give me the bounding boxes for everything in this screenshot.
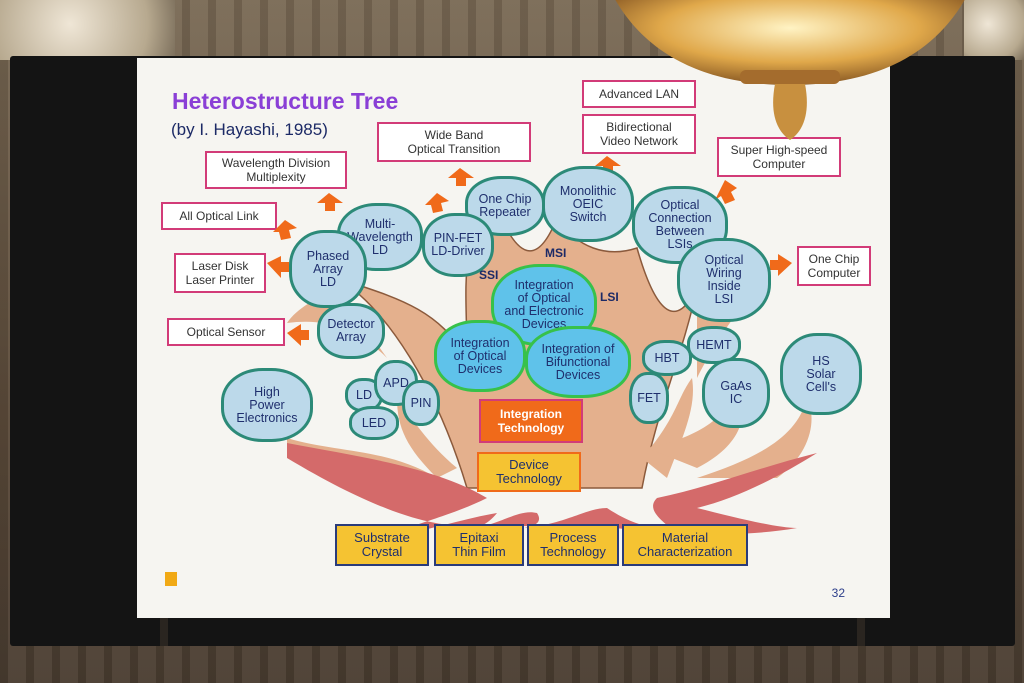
box-laser-disk: Laser Disk Laser Printer — [174, 253, 266, 293]
branch — [647, 388, 743, 468]
core-integration-bifunctional: Integration of Bifunctional Devices — [525, 326, 631, 398]
arrow-icon — [595, 156, 621, 174]
ornate-column-capital-right — [964, 0, 1024, 60]
leaf-hemt: HEMT — [687, 326, 741, 364]
core-integration-optical: Integration of Optical Devices — [434, 320, 526, 392]
root-epitaxi-thin-film: Epitaxi Thin Film — [434, 524, 524, 566]
label-msi: MSI — [545, 246, 567, 260]
roots — [287, 443, 817, 538]
logo-mark — [165, 572, 177, 586]
root-substrate-crystal: Substrate Crystal — [335, 524, 429, 566]
label-lsi: LSI — [600, 290, 619, 304]
arrow-icon — [770, 254, 792, 276]
leaf-phased-array: Phased Array LD — [289, 230, 367, 308]
root-material-characterization: Material Characterization — [622, 524, 748, 566]
box-bidirectional-video: Bidirectional Video Network — [582, 114, 696, 154]
integration-technology-box: Integration Technology — [479, 399, 583, 443]
leaf-monolithic-oeic: Monolithic OEIC Switch — [542, 166, 634, 242]
leaf-hs-solar: HS Solar Cell's — [780, 333, 862, 415]
box-optical-sensor: Optical Sensor — [167, 318, 285, 346]
arrow-icon — [425, 193, 449, 213]
projected-slide: Heterostructure Tree (by I. Hayashi, 198… — [137, 58, 890, 618]
ornate-column-capital — [0, 0, 175, 60]
stand-leg — [857, 606, 865, 646]
leaf-hbt: HBT — [642, 340, 692, 376]
arrow-icon — [448, 168, 474, 186]
page-number: 32 — [831, 586, 845, 600]
branch — [397, 398, 457, 478]
leaf-detector-array: Detector Array — [317, 303, 385, 359]
arrow-icon — [317, 193, 343, 211]
slide-subtitle: (by I. Hayashi, 1985) — [171, 120, 328, 139]
box-wide-band: Wide Band Optical Transition — [377, 122, 531, 162]
box-one-chip-computer: One Chip Computer — [797, 246, 871, 286]
arrow-icon — [715, 180, 737, 204]
box-all-optical-link: All Optical Link — [161, 202, 277, 230]
stand-leg — [160, 606, 168, 646]
device-technology-box: Device Technology — [477, 452, 581, 492]
leaf-optical-wiring: Optical Wiring Inside LSI — [677, 238, 771, 322]
arrows — [267, 156, 792, 346]
leaf-pin-fet: PIN-FET LD-Driver — [422, 213, 494, 277]
arrow-icon — [273, 220, 297, 240]
label-ssi: SSI — [479, 268, 499, 282]
branch — [697, 398, 812, 478]
arrow-icon — [267, 256, 289, 278]
box-wavelength-division: Wavelength Division Multiplexity — [205, 151, 347, 189]
leaf-one-chip-repeater: One Chip Repeater — [465, 176, 545, 236]
leaf-led: LED — [349, 406, 399, 440]
arrow-icon — [287, 324, 309, 346]
leaf-gaas-ic: GaAs IC — [702, 358, 770, 428]
leaf-fet: FET — [629, 372, 669, 424]
leaf-high-power: High Power Electronics — [221, 368, 313, 442]
leaf-pin: PIN — [402, 380, 440, 426]
branch — [642, 378, 693, 478]
slide-title: Heterostructure Tree — [172, 88, 399, 114]
root-process-technology: Process Technology — [527, 524, 619, 566]
